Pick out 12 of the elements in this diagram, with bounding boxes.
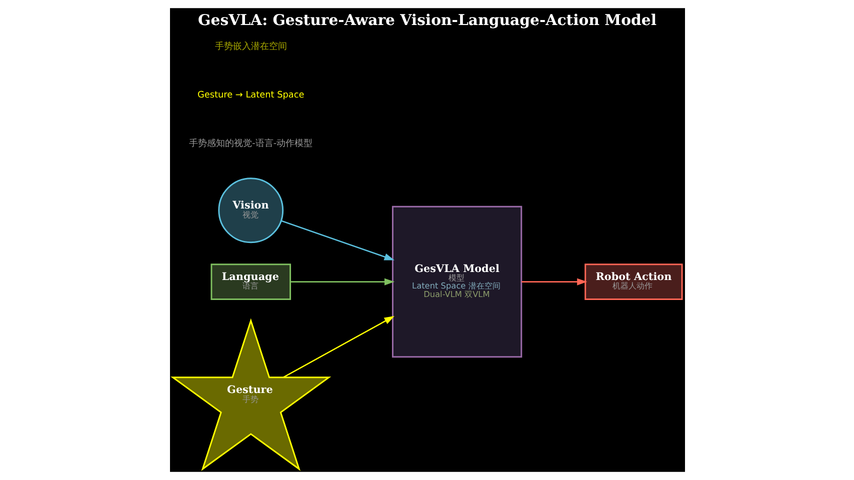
arrow <box>521 278 587 286</box>
arrow <box>290 278 394 286</box>
label: Gesture → Latent Space <box>196 90 304 100</box>
label: 手势感知的视觉-语言-动作模型 <box>188 138 312 149</box>
arrow <box>282 316 394 378</box>
node-circle: Vision 视觉 <box>218 178 284 244</box>
arrow <box>280 220 394 260</box>
node-box: Language 语言 <box>210 264 291 300</box>
label: 手势嵌入潜在空间 <box>214 42 286 52</box>
node-box: Robot Action 机器人动作 <box>584 264 682 300</box>
node-box: GesVLA Model 模型 Latent Space 潜在空间 Dual-VLM 双VLM <box>391 206 522 358</box>
diagram-title: GesVLA: Gesture-Aware Vision-Language-Action Model <box>198 11 656 30</box>
